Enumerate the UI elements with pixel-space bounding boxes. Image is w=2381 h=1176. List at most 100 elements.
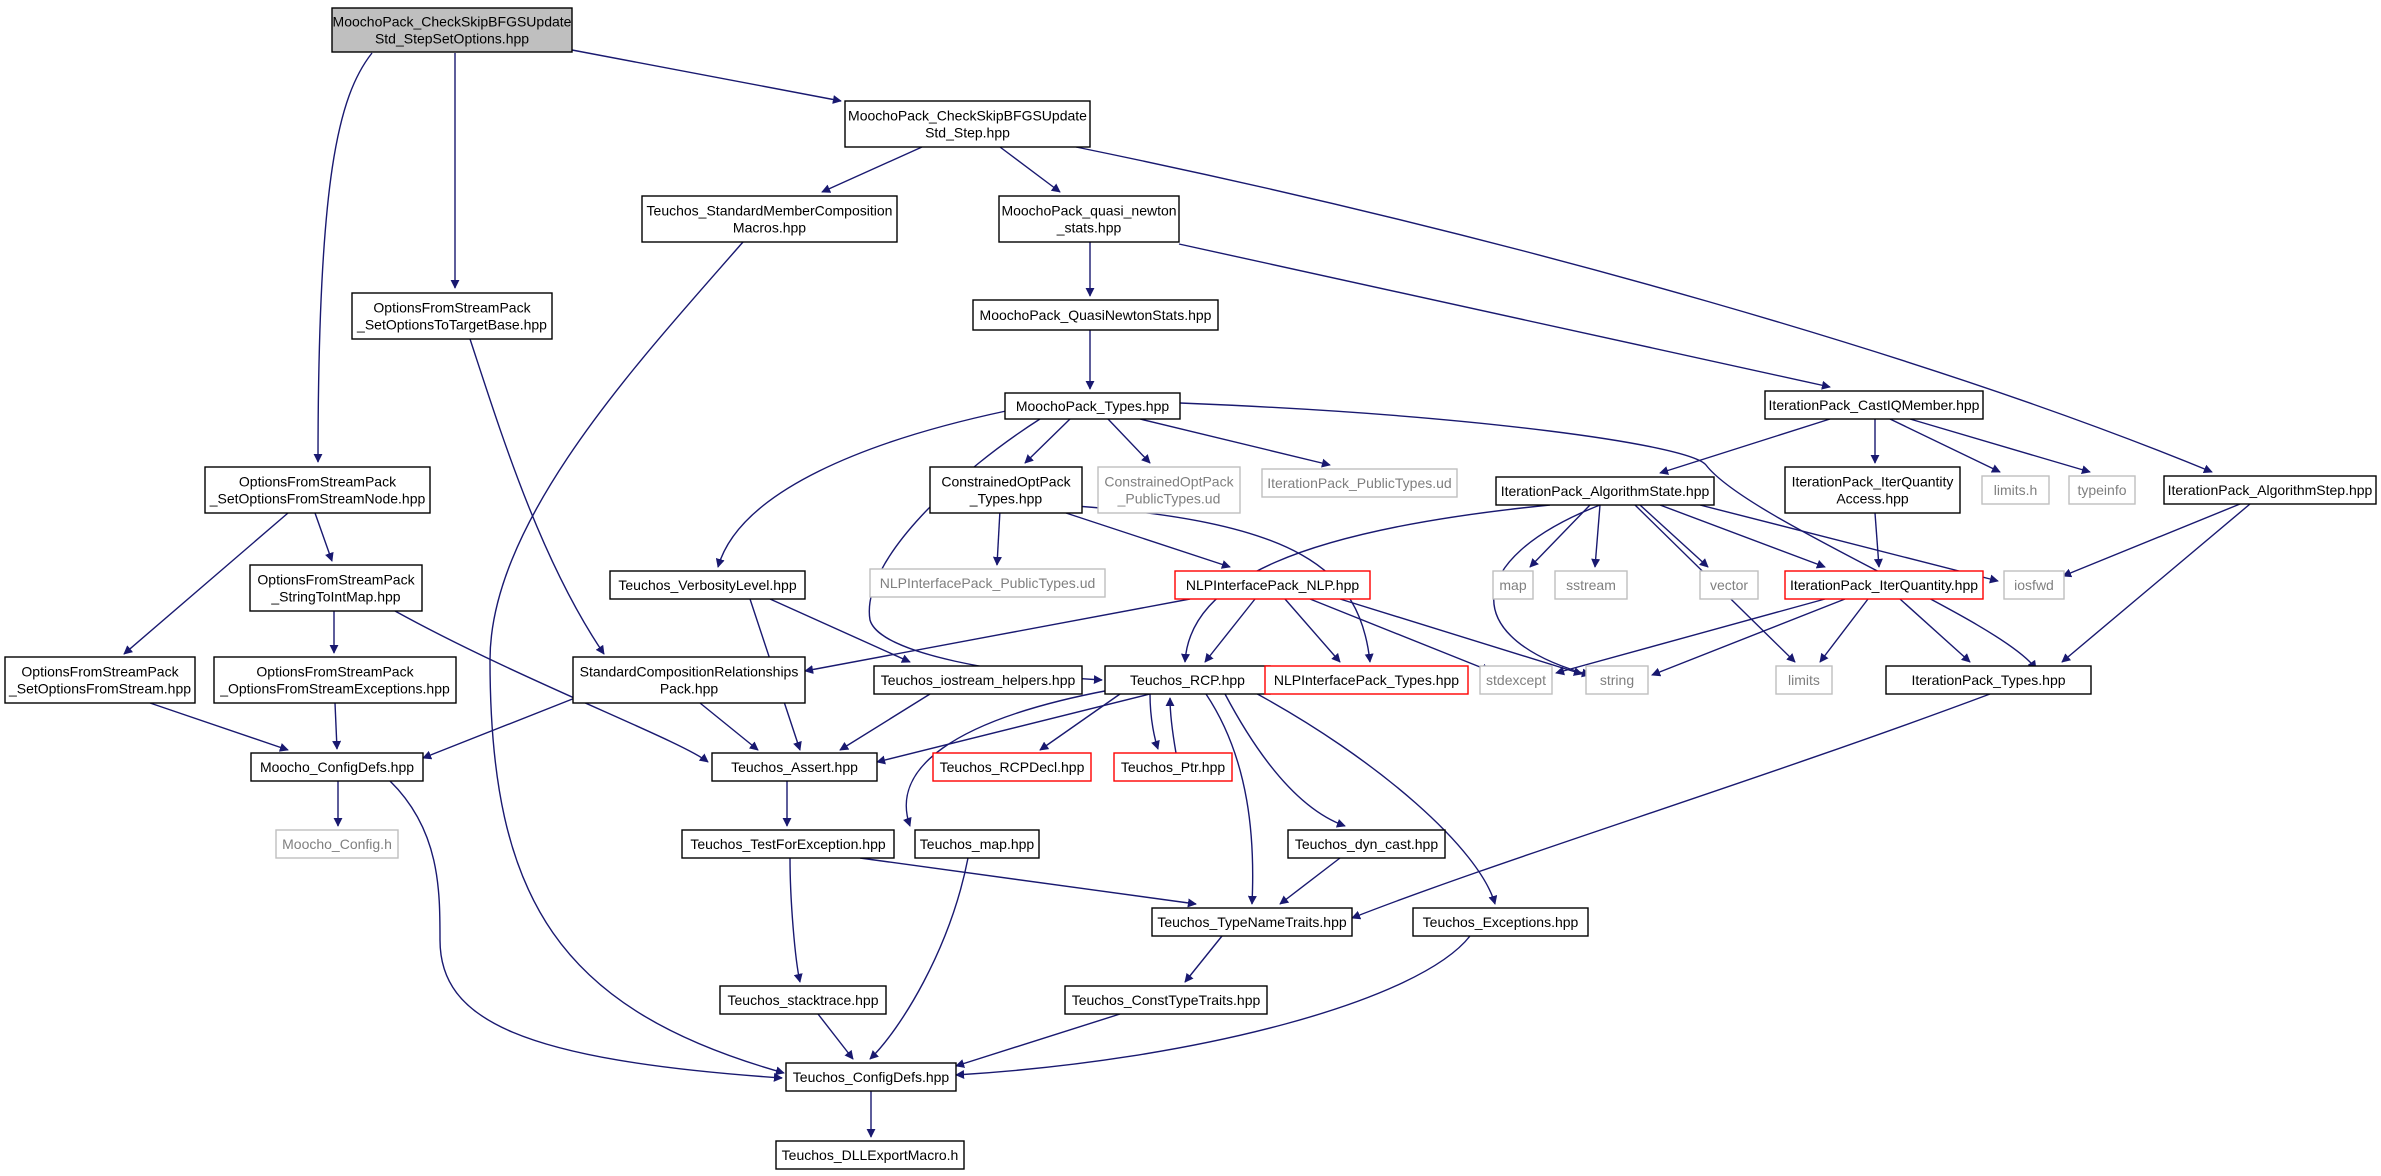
- node-iptypes[interactable]: IterationPack_Types.hpp: [1885, 665, 2092, 695]
- node-cotypes[interactable]: ConstrainedOptPack_Types.hpp: [929, 466, 1083, 514]
- node-copub[interactable]: ConstrainedOptPack_PublicTypes.ud: [1097, 466, 1241, 514]
- node-mconfig[interactable]: Moocho_Config.h: [275, 829, 399, 859]
- node-qns[interactable]: MoochoPack_quasi_newton_stats.hpp: [998, 195, 1180, 243]
- node-algstate[interactable]: IterationPack_AlgorithmState.hpp: [1495, 476, 1715, 506]
- node-stdexcept[interactable]: stdexcept: [1479, 665, 1553, 695]
- node-box[interactable]: [711, 752, 878, 782]
- node-box[interactable]: [1699, 570, 1759, 600]
- node-stim[interactable]: OptionsFromStreamPack_StringToIntMap.hpp: [249, 564, 423, 612]
- node-box[interactable]: [929, 466, 1083, 514]
- node-tcfg[interactable]: Teuchos_ConfigDefs.hpp: [785, 1062, 957, 1092]
- node-tfe[interactable]: Teuchos_TestForException.hpp: [681, 829, 895, 859]
- node-box[interactable]: [1775, 665, 1833, 695]
- node-box[interactable]: [844, 100, 1091, 148]
- node-exc[interactable]: Teuchos_Exceptions.hpp: [1412, 907, 1589, 937]
- node-verb[interactable]: Teuchos_VerbosityLevel.hpp: [609, 570, 806, 600]
- node-box[interactable]: [1004, 392, 1181, 420]
- node-qnstats[interactable]: MoochoPack_QuasiNewtonStats.hpp: [972, 299, 1219, 331]
- node-box[interactable]: [641, 195, 898, 243]
- node-limits[interactable]: limits: [1775, 665, 1833, 695]
- node-box[interactable]: [1585, 665, 1649, 695]
- node-box[interactable]: [1495, 476, 1715, 506]
- node-box[interactable]: [1287, 829, 1446, 859]
- node-box[interactable]: [1492, 570, 1534, 600]
- node-box[interactable]: [1151, 907, 1353, 937]
- node-box[interactable]: [331, 7, 573, 53]
- node-algstep[interactable]: IterationPack_AlgorithmStep.hpp: [2163, 475, 2377, 505]
- node-smcm[interactable]: Teuchos_StandardMemberCompositionMacros.…: [641, 195, 898, 243]
- node-box[interactable]: [1479, 665, 1553, 695]
- node-box[interactable]: [249, 564, 423, 612]
- node-rcp[interactable]: Teuchos_RCP.hpp: [1104, 665, 1271, 695]
- node-sofsn[interactable]: OptionsFromStreamPack_SetOptionsFromStre…: [204, 466, 431, 514]
- node-box[interactable]: [873, 665, 1083, 695]
- node-box[interactable]: [204, 466, 431, 514]
- node-box[interactable]: [1064, 985, 1268, 1015]
- node-step[interactable]: MoochoPack_CheckSkipBFGSUpdateStd_Step.h…: [844, 100, 1091, 148]
- node-vector[interactable]: vector: [1699, 570, 1759, 600]
- node-box[interactable]: [250, 752, 424, 782]
- node-box[interactable]: [1104, 665, 1271, 695]
- node-box[interactable]: [785, 1062, 957, 1092]
- node-iosfwd[interactable]: iosfwd: [2003, 570, 2065, 600]
- node-dyn[interactable]: Teuchos_dyn_cast.hpp: [1287, 829, 1446, 859]
- node-box[interactable]: [719, 985, 887, 1015]
- node-ctt[interactable]: Teuchos_ConstTypeTraits.hpp: [1064, 985, 1268, 1015]
- node-box[interactable]: [351, 292, 553, 340]
- node-nlptypes[interactable]: NLPInterfacePack_Types.hpp: [1264, 665, 1469, 695]
- node-mtypes[interactable]: MoochoPack_Types.hpp: [1004, 392, 1181, 420]
- node-box[interactable]: [932, 752, 1092, 782]
- node-box[interactable]: [1784, 570, 1984, 600]
- node-box[interactable]: [914, 829, 1040, 859]
- node-map[interactable]: map: [1492, 570, 1534, 600]
- node-typeinfo[interactable]: typeinfo: [2068, 475, 2136, 505]
- node-box[interactable]: [1764, 390, 1984, 420]
- node-box[interactable]: [1261, 468, 1458, 498]
- node-tmap[interactable]: Teuchos_map.hpp: [914, 829, 1040, 859]
- node-box[interactable]: [1885, 665, 2092, 695]
- node-box[interactable]: [213, 656, 457, 704]
- node-box[interactable]: [2003, 570, 2065, 600]
- node-sotb[interactable]: OptionsFromStreamPack_SetOptionsToTarget…: [351, 292, 553, 340]
- node-box[interactable]: [1097, 466, 1241, 514]
- node-box[interactable]: [1113, 752, 1233, 782]
- node-box[interactable]: [681, 829, 895, 859]
- node-box[interactable]: [2163, 475, 2377, 505]
- node-box[interactable]: [4, 656, 196, 704]
- node-sofs[interactable]: OptionsFromStreamPack_SetOptionsFromStre…: [4, 656, 196, 704]
- node-box[interactable]: [1981, 475, 2050, 505]
- node-rcpdecl[interactable]: Teuchos_RCPDecl.hpp: [932, 752, 1092, 782]
- node-ofse[interactable]: OptionsFromStreamPack_OptionsFromStreamE…: [213, 656, 457, 704]
- node-ippub[interactable]: IterationPack_PublicTypes.ud: [1261, 468, 1458, 498]
- node-string[interactable]: string: [1585, 665, 1649, 695]
- node-box[interactable]: [2068, 475, 2136, 505]
- node-ioh[interactable]: Teuchos_iostream_helpers.hpp: [873, 665, 1083, 695]
- node-box[interactable]: [275, 829, 399, 859]
- node-castiq[interactable]: IterationPack_CastIQMember.hpp: [1764, 390, 1984, 420]
- node-sstream[interactable]: sstream: [1554, 570, 1628, 600]
- node-box[interactable]: [972, 299, 1219, 331]
- node-box[interactable]: [775, 1140, 965, 1170]
- node-box[interactable]: [1174, 570, 1371, 600]
- node-box[interactable]: [1554, 570, 1628, 600]
- node-tnt[interactable]: Teuchos_TypeNameTraits.hpp: [1151, 907, 1353, 937]
- node-iq[interactable]: IterationPack_IterQuantity.hpp: [1784, 570, 1984, 600]
- node-ptr[interactable]: Teuchos_Ptr.hpp: [1113, 752, 1233, 782]
- node-limitsh[interactable]: limits.h: [1981, 475, 2050, 505]
- node-box[interactable]: [1784, 466, 1961, 514]
- node-assert[interactable]: Teuchos_Assert.hpp: [711, 752, 878, 782]
- node-mcfg[interactable]: Moocho_ConfigDefs.hpp: [250, 752, 424, 782]
- node-box[interactable]: [1412, 907, 1589, 937]
- node-root[interactable]: MoochoPack_CheckSkipBFGSUpdateStd_StepSe…: [331, 7, 573, 53]
- node-nlppub[interactable]: NLPInterfacePack_PublicTypes.ud: [869, 568, 1106, 598]
- node-stack[interactable]: Teuchos_stacktrace.hpp: [719, 985, 887, 1015]
- node-box[interactable]: [998, 195, 1180, 243]
- node-nlp[interactable]: NLPInterfacePack_NLP.hpp: [1174, 570, 1371, 600]
- node-box[interactable]: [1264, 665, 1469, 695]
- node-box[interactable]: [869, 568, 1106, 598]
- node-box[interactable]: [572, 656, 806, 704]
- node-dll[interactable]: Teuchos_DLLExportMacro.h: [775, 1140, 965, 1170]
- node-box[interactable]: [609, 570, 806, 600]
